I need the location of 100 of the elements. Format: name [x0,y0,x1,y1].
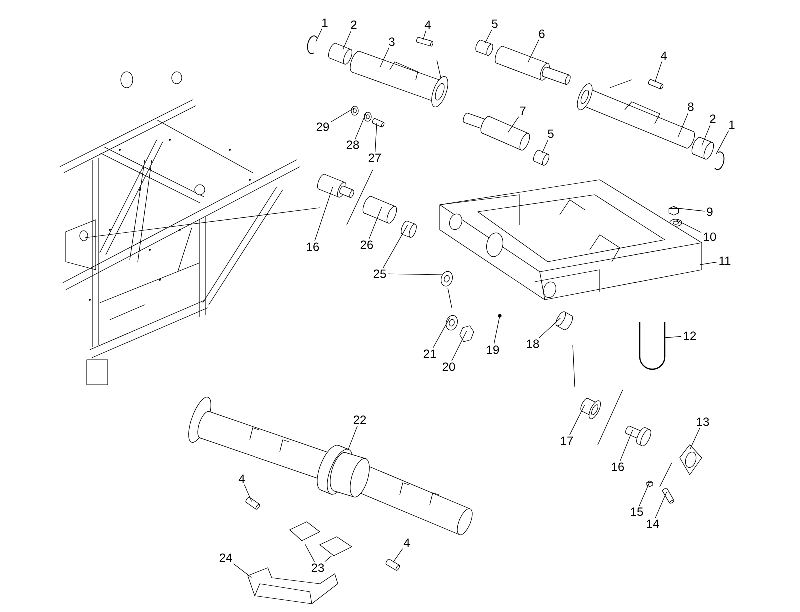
callout-number: 28 [346,140,360,150]
nut-drawing [646,480,654,488]
bolt-drawing [372,118,385,128]
callout-number: 19 [487,346,500,354]
leader-line [542,140,549,154]
leader-line [674,208,706,212]
callout-number: 5 [492,20,498,28]
leader-line [676,220,702,234]
leader-line [383,225,408,268]
axle-drawing [188,397,473,536]
nut-drawing [460,326,474,342]
grease-fitting-drawing [498,314,502,318]
bolt-drawing [662,488,675,504]
bushing-drawing [533,150,550,166]
leader-line [233,564,252,578]
pad-drawing [320,536,352,556]
callout-number: 17 [561,436,574,446]
callout-number: 27 [368,154,382,162]
leader-line [539,318,561,338]
plug-drawing [580,398,601,420]
bolt-drawing [648,79,664,90]
callout-number: 1 [730,120,735,130]
leader-line [494,316,500,344]
leader-line [388,274,443,276]
callout-number: 21 [424,350,436,358]
leader-line [369,207,382,240]
callout-number: 7 [520,106,526,116]
leader-line [331,108,355,122]
callout-number: 1 [322,18,328,28]
swing-arm-drawing [440,180,702,300]
leader-line [570,405,586,436]
leader-line [324,556,332,562]
leader-line [452,331,468,362]
callout-number: 18 [527,340,540,348]
plate-drawing [680,444,702,476]
bushing-drawing [401,221,417,238]
callout-number: 6 [539,30,545,38]
callout-number: 14 [647,520,660,528]
callout-number: 13 [697,418,710,426]
bushing-drawing [476,40,494,56]
leader-line [375,123,378,152]
tube-drawing [350,51,448,108]
callout-number: 4 [424,20,431,30]
washer-drawing [441,271,453,287]
bolt-drawing [386,559,400,571]
washer-drawing [446,315,458,331]
leader-line [316,28,322,42]
leader-line [508,116,520,133]
leader-line [702,124,711,146]
callout-number: 10 [704,232,716,242]
washer-drawing [351,106,359,116]
spindle-drawing [317,174,354,198]
leader-line [690,428,700,450]
leader-line [484,30,492,44]
callout-number: 9 [707,208,713,216]
bushing-drawing [556,312,574,330]
leader-line [348,426,358,451]
callout-number: 16 [307,242,320,252]
callout-number: 15 [631,508,644,516]
callout-number: 24 [220,554,232,562]
callout-number: 25 [374,270,386,278]
leader-line [392,548,404,563]
callout-number: 2 [710,114,716,124]
circlip-drawing [714,152,725,170]
callout-number: 11 [720,256,731,266]
leader-line [314,187,334,242]
leader-line [639,482,650,506]
callout-number: 20 [442,362,456,372]
leader-line [433,318,450,348]
callout-number: 16 [612,462,624,472]
callout-number: 3 [389,38,395,46]
callout-number: 12 [684,332,696,340]
leader-line [342,30,352,50]
leader-line [244,484,252,502]
spindle-drawing [362,196,398,224]
leader-line [655,492,668,518]
leader-line [700,262,718,266]
tube-drawing [577,84,696,149]
leader-line [654,62,662,83]
callout-number: 5 [548,130,554,138]
callout-number: 4 [660,52,667,60]
spindle-drawing [626,426,652,446]
pin-drawing [495,46,571,86]
callout-number: 8 [688,102,694,112]
bushing-drawing [692,137,714,160]
leader-line [304,544,316,562]
washer-drawing [364,112,372,122]
callout-number: 26 [360,240,374,250]
leader-line [528,40,540,63]
bushing-drawing [328,43,353,65]
pad-drawing [290,522,320,542]
callout-number: 29 [316,122,330,132]
leader-line [716,130,730,155]
callout-number: 2 [351,20,357,30]
leader-line [678,112,689,138]
leader-line [422,30,426,41]
nut-drawing [668,206,680,216]
leader-line [355,114,366,140]
leader-line [665,336,682,338]
callout-number: 23 [312,564,324,572]
